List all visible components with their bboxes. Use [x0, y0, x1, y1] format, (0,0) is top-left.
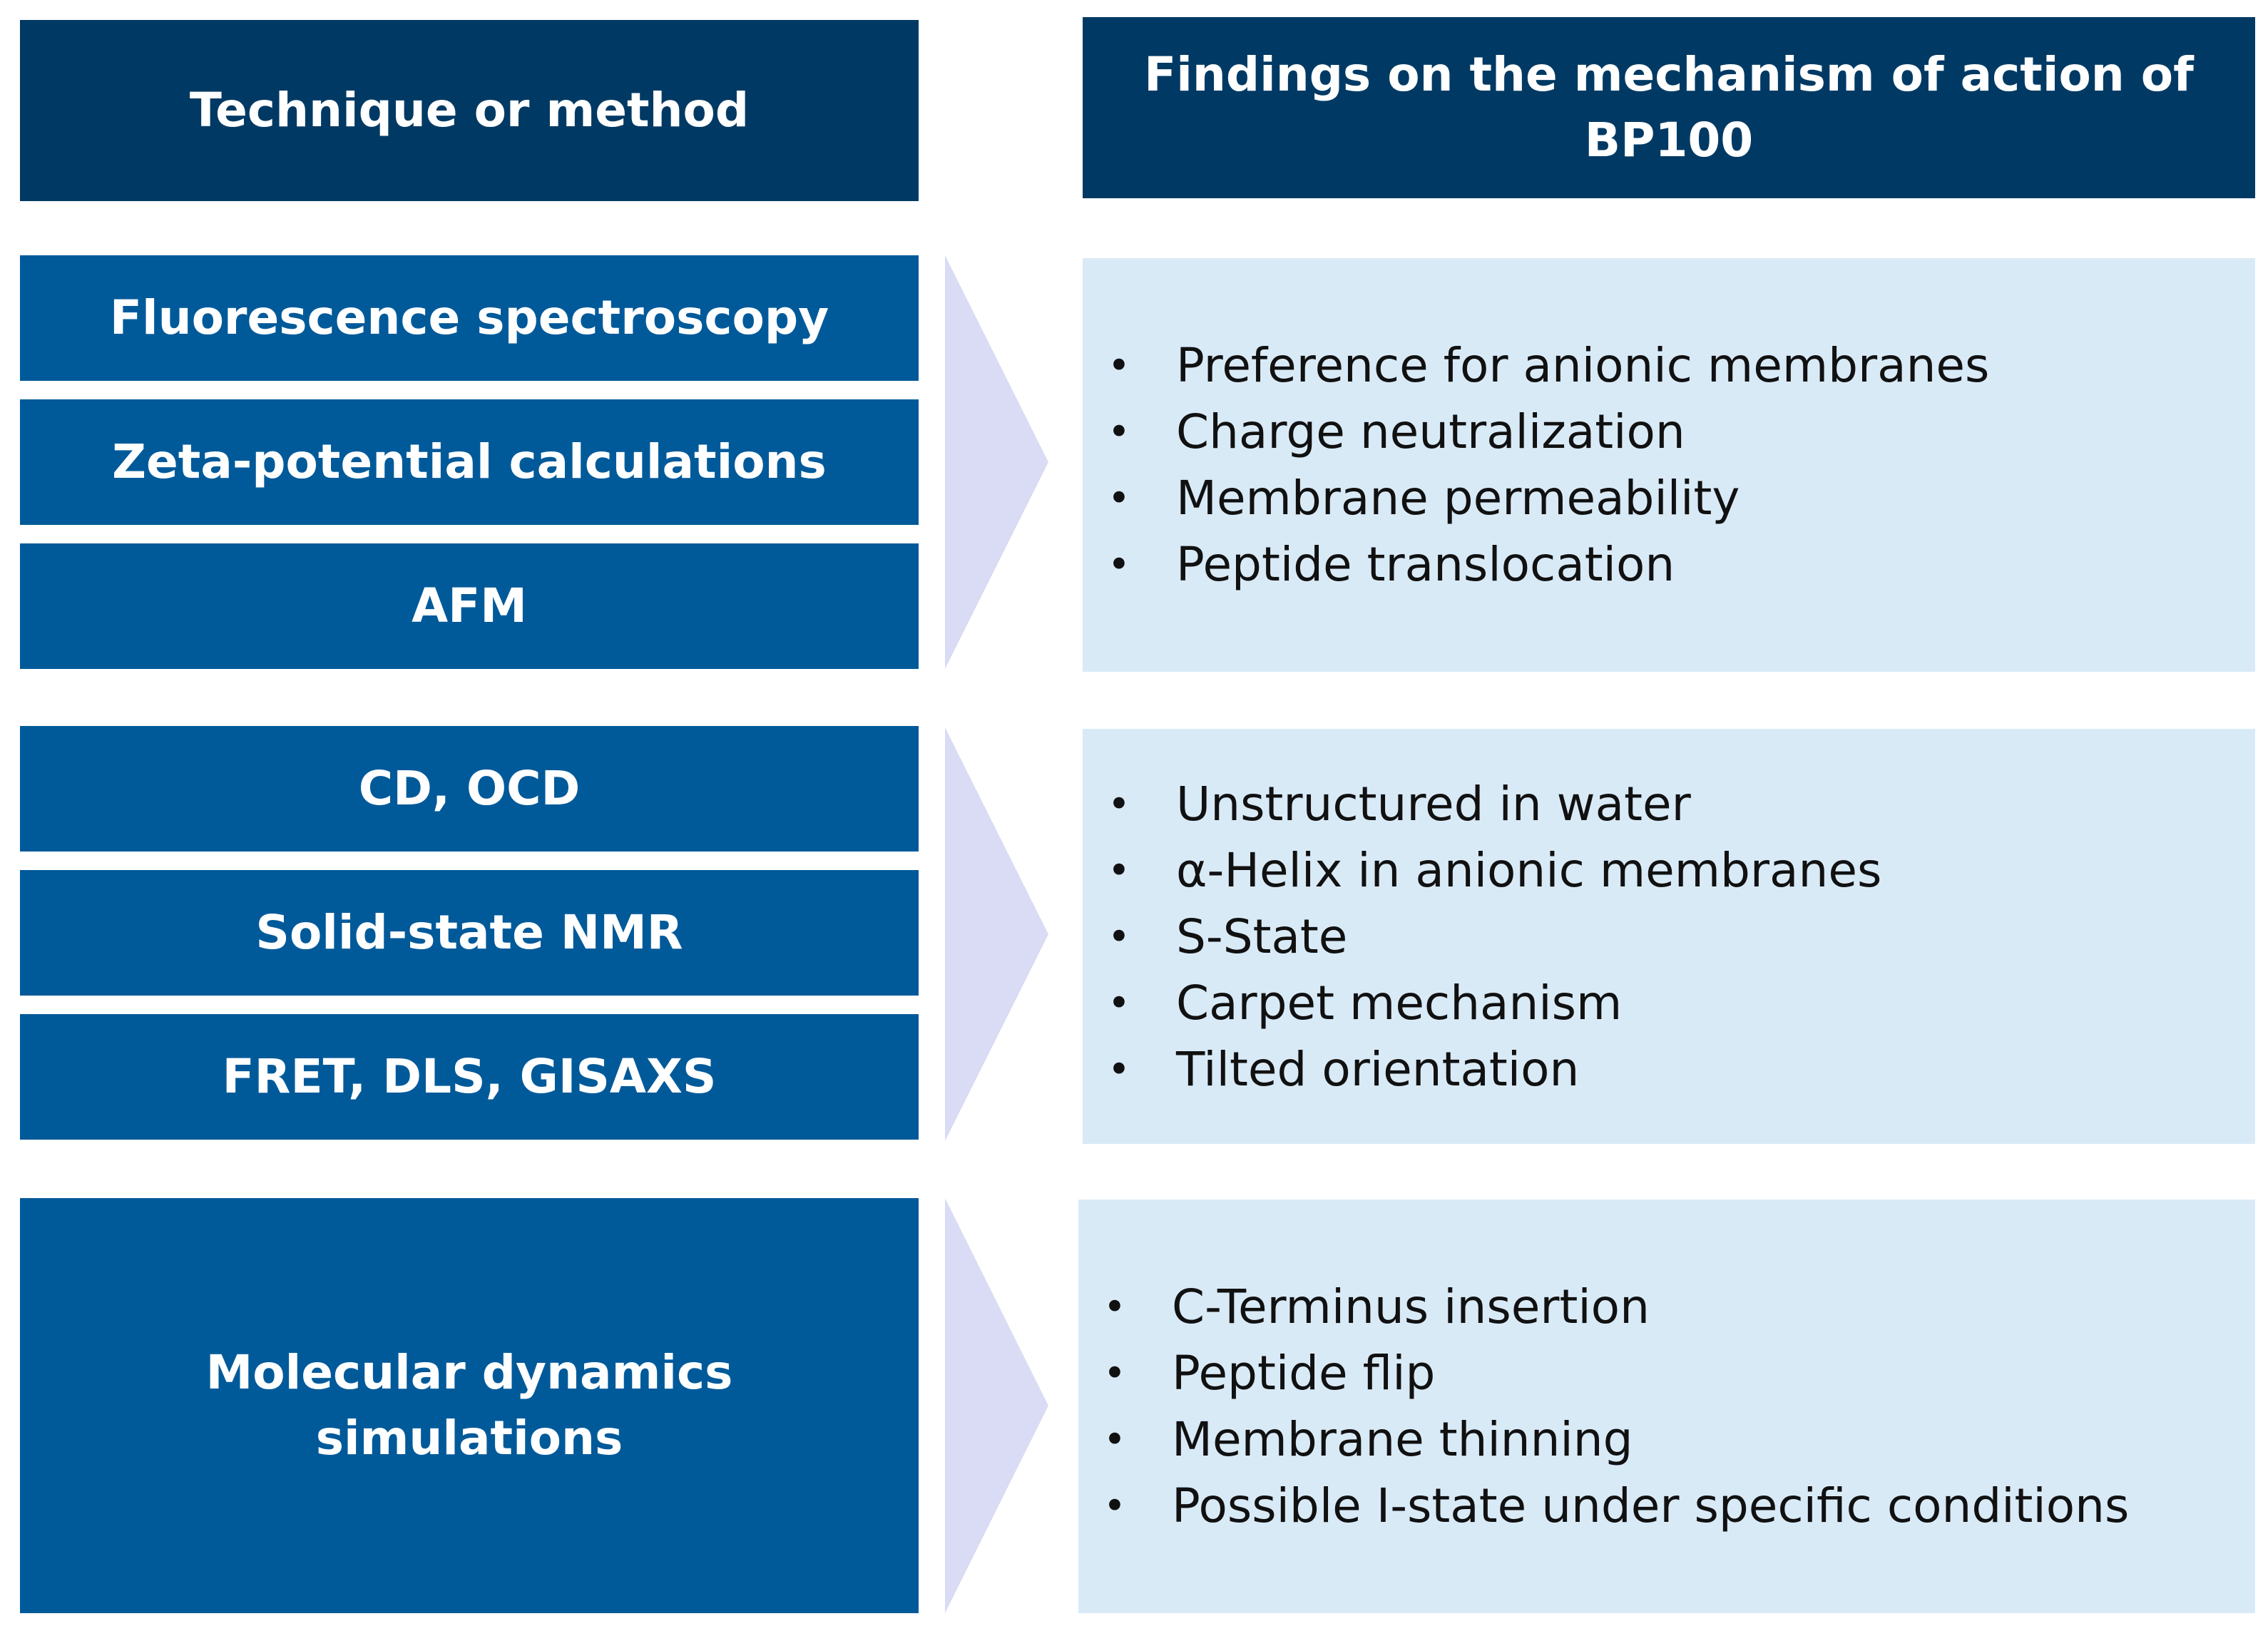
technique-cd-ocd: CD, OCD: [20, 726, 919, 852]
bullet-icon: •: [1103, 1483, 1126, 1528]
technique-label-line2: simulations: [315, 1411, 623, 1466]
bullet-icon: •: [1108, 914, 1130, 959]
finding-item: •Peptide flip: [1103, 1340, 2129, 1406]
findings-header: Findings on the mechanism of action of B…: [1083, 17, 2255, 198]
technique-label: Zeta-potential calculations: [112, 434, 827, 489]
findings-list: •C-Terminus insertion •Peptide flip •Mem…: [1103, 1274, 2129, 1539]
finding-item: •Preference for anionic membranes: [1108, 332, 1989, 399]
findings-box-1: •Preference for anionic membranes •Charg…: [1083, 258, 2255, 672]
bullet-icon: •: [1103, 1417, 1126, 1462]
technique-label: CD, OCD: [358, 761, 581, 816]
findings-list: •Preference for anionic membranes •Charg…: [1108, 332, 1989, 598]
finding-item: •Peptide translocation: [1108, 531, 1989, 598]
technique-fret-dls-gisaxs: FRET, DLS, GISAXS: [20, 1014, 919, 1140]
finding-item: •Carpet mechanism: [1108, 970, 1881, 1036]
technique-fluorescence-spectroscopy: Fluorescence spectroscopy: [20, 255, 919, 381]
technique-header-label: Technique or method: [189, 83, 750, 138]
findings-list: •Unstructured in water •α-Helix in anion…: [1108, 771, 1881, 1103]
technique-label-line1: Molecular dynamics: [205, 1345, 733, 1400]
bullet-icon: •: [1103, 1351, 1126, 1396]
arrow-chevron-icon: [945, 1198, 1048, 1613]
technique-header: Technique or method: [20, 20, 919, 201]
finding-item: •Charge neutralization: [1108, 399, 1989, 465]
technique-label: Solid-state NMR: [255, 905, 683, 960]
finding-item: •Membrane permeability: [1108, 465, 1989, 531]
technique-label: AFM: [412, 578, 527, 633]
finding-item: •Tilted orientation: [1108, 1036, 1881, 1103]
bullet-icon: •: [1108, 847, 1130, 893]
bullet-icon: •: [1108, 343, 1130, 388]
technique-zeta-potential: Zeta-potential calculations: [20, 399, 919, 525]
technique-solid-state-nmr: Solid-state NMR: [20, 870, 919, 996]
finding-item: •Possible I-state under specific conditi…: [1103, 1473, 2129, 1539]
bullet-icon: •: [1108, 542, 1130, 587]
technique-afm: AFM: [20, 543, 919, 669]
arrow-shape: [945, 727, 1048, 1141]
finding-item: •S-State: [1108, 904, 1881, 970]
arrow-shape: [945, 255, 1048, 669]
arrow-chevron-icon: [945, 727, 1048, 1141]
technique-molecular-dynamics: Molecular dynamics simulations: [20, 1198, 919, 1613]
technique-label: Fluorescence spectroscopy: [109, 290, 829, 345]
bullet-icon: •: [1103, 1284, 1126, 1329]
bullet-icon: •: [1108, 781, 1130, 827]
findings-header-line2: BP100: [1584, 113, 1754, 168]
bullet-icon: •: [1108, 476, 1130, 521]
bullet-icon: •: [1108, 1046, 1130, 1092]
bullet-icon: •: [1108, 409, 1130, 454]
findings-box-2: •Unstructured in water •α-Helix in anion…: [1083, 729, 2255, 1144]
finding-item: •Membrane thinning: [1103, 1406, 2129, 1473]
arrow-chevron-icon: [945, 255, 1048, 669]
technique-label: FRET, DLS, GISAXS: [222, 1049, 717, 1104]
arrow-shape: [945, 1198, 1048, 1613]
finding-item: •Unstructured in water: [1108, 771, 1881, 837]
bullet-icon: •: [1108, 980, 1130, 1026]
findings-box-3: •C-Terminus insertion •Peptide flip •Mem…: [1078, 1200, 2255, 1613]
finding-item: •C-Terminus insertion: [1103, 1274, 2129, 1340]
findings-header-line1: Findings on the mechanism of action of: [1144, 47, 2194, 102]
finding-item: •α-Helix in anionic membranes: [1108, 837, 1881, 904]
